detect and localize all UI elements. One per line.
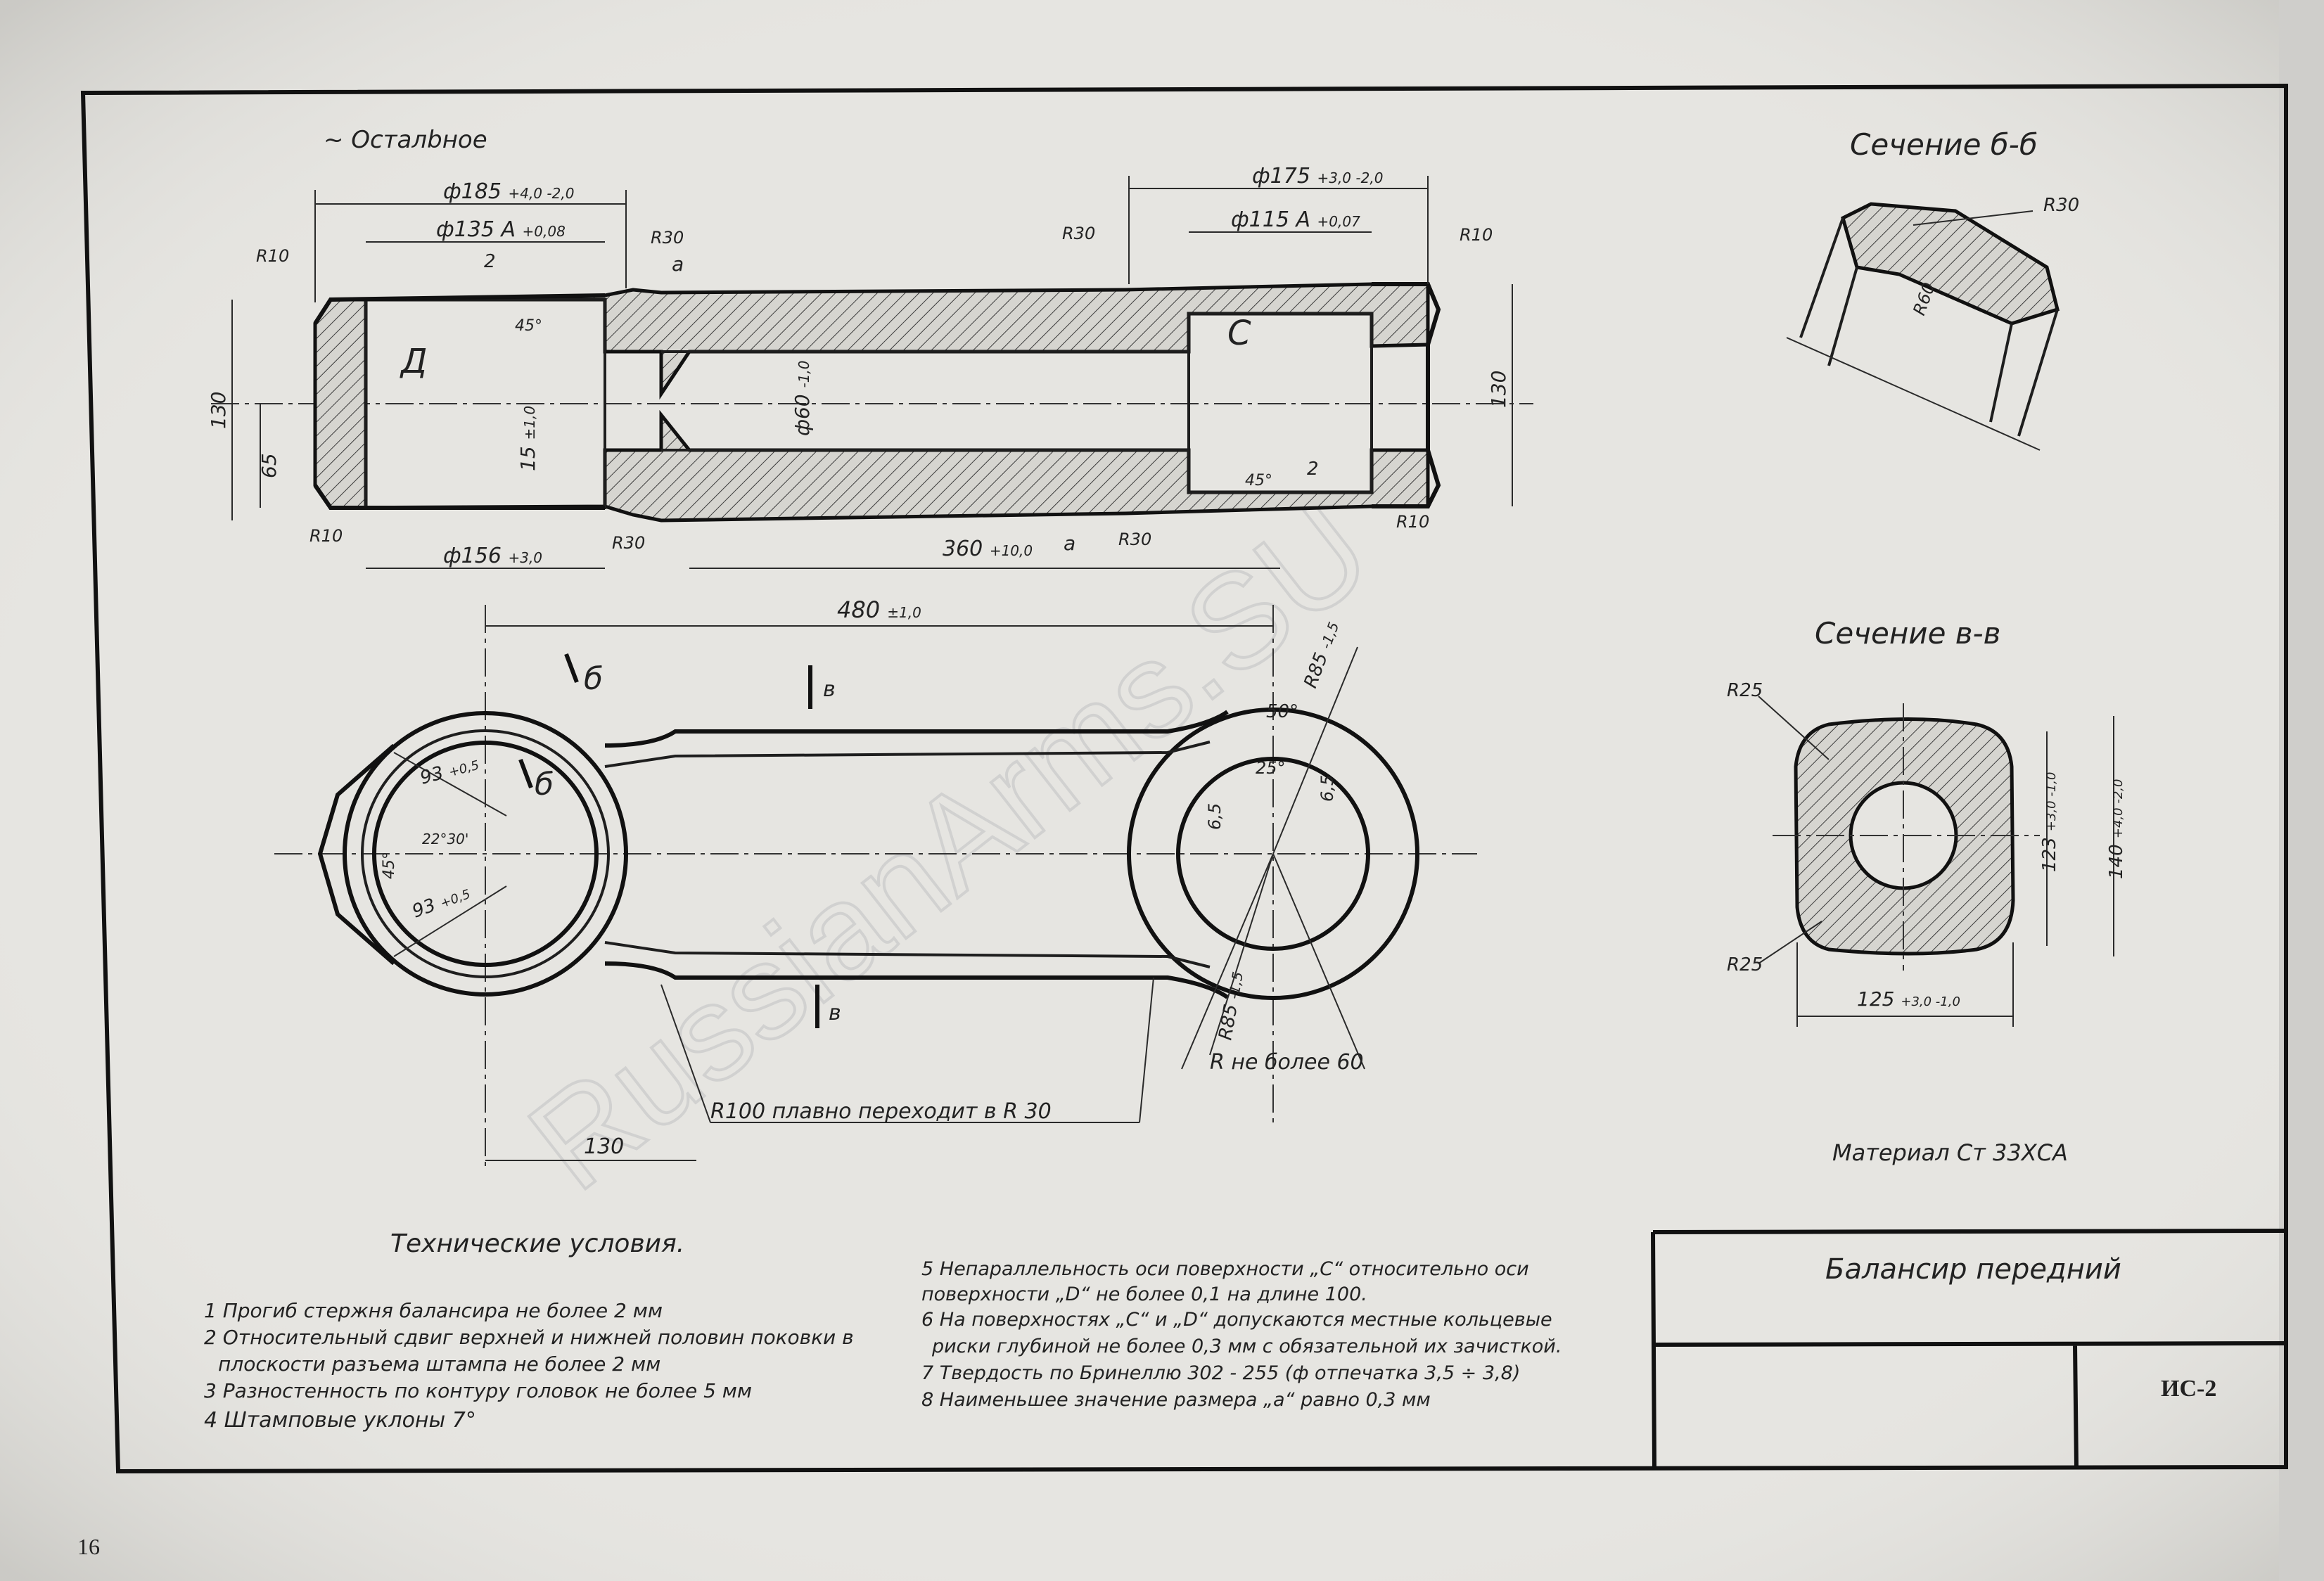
dim-len480: 480 ±1,0: [837, 596, 921, 623]
label-r10-bottom-right: R10: [1396, 512, 1429, 532]
label-a-bottom: а: [1064, 532, 1075, 555]
left-cap: [313, 297, 368, 510]
tech-left-4: 3 Разностенность по контуру головок не б…: [204, 1379, 752, 1402]
side-view: ф185 +4,0 -2,0 ф135 А +0,08 ф175 +3,0 -2…: [207, 164, 1533, 569]
title-block: Балансир передний ИС-2: [1651, 1229, 2287, 1468]
section-vv-title: Сечение в-в: [1815, 616, 2000, 651]
angle-22: 22°30': [422, 831, 468, 847]
section-vv-dim-125: 125 +3,0 -1,0: [1857, 987, 1960, 1011]
angle-45: 45°: [381, 852, 398, 879]
tech-title: Технические условия.: [390, 1229, 684, 1258]
frame: [80, 83, 2288, 1474]
angle-25: 25°: [1256, 758, 1286, 778]
label-r30-top-right: R30: [1062, 224, 1095, 243]
note-r-limit: R не более 60: [1210, 1050, 1364, 1075]
cut-b-1: б: [584, 661, 603, 697]
note-r100: R100 плавно переходит в R 30: [710, 1099, 1052, 1124]
dim-len130: 130: [584, 1134, 624, 1159]
section-bb-title: Сечение б-б: [1850, 127, 2038, 162]
label-d: Д: [400, 342, 428, 381]
label-2-left: 2: [484, 251, 496, 272]
section-vv-dim-123: 123 +3,0 -1,0: [2039, 772, 2060, 872]
dim-h65: 65: [257, 453, 281, 478]
cut-b-2: б: [535, 767, 554, 802]
cut-v-1: в: [823, 677, 836, 702]
dim-h130-right: 130: [1487, 371, 1510, 408]
label-2-right: 2: [1307, 459, 1319, 480]
dim-65-left: 6,5: [1205, 803, 1225, 830]
label-r30-top-left: R30: [651, 228, 684, 248]
dim-d115: ф115 А +0,07: [1231, 207, 1360, 232]
tech-right-2: поверхности „D“ не более 0,1 на длине 10…: [921, 1284, 1367, 1305]
section-vv: Сечение в-в R25 R25 123 +3,0 -1,0 140 +4…: [1727, 616, 2127, 1027]
page-number: 16: [77, 1534, 100, 1559]
dim-d175: ф175 +3,0 -2,0: [1252, 164, 1383, 188]
dim-d60: ф60 -1,0: [791, 360, 814, 436]
tech-right-4: риски глубиной не более 0,3 мм с обязате…: [931, 1336, 1562, 1357]
dim-h15: 15 ±1,0: [516, 406, 540, 471]
tech-right-5: 7 Твердость по Бринеллю 302 - 255 (ф отп…: [921, 1362, 1520, 1384]
dim-h130-left: 130: [207, 392, 230, 429]
label-r10-bottom-left: R10: [309, 526, 343, 546]
label-r10-top-left: R10: [256, 246, 289, 266]
section-bb-r30: R30: [2043, 195, 2079, 216]
section-vv-dim-140: 140 +4,0 -2,0: [2106, 779, 2127, 879]
label-r30-bottom-right: R30: [1118, 530, 1151, 549]
material-label: Материал Ст 33ХСА: [1832, 1139, 2068, 1166]
tech-right-1: 5 Непараллельность оси поверхности „С“ о…: [921, 1258, 1529, 1280]
section-vv-r25-bottom: R25: [1727, 954, 1763, 975]
title-block-code: ИС-2: [2161, 1376, 2216, 1402]
title-block-name: Балансир передний: [1825, 1253, 2121, 1286]
dim-len360: 360 +10,0: [943, 537, 1033, 561]
label-c: С: [1227, 314, 1251, 353]
angle-50: 50°: [1266, 701, 1298, 722]
plan-view: б б в в 480 ±1,0 130 R85 -1,5 R85 -1,5 9…: [274, 596, 1477, 1167]
dim-d156: ф156 +3,0: [443, 544, 542, 568]
surface-note: ~ Осталbное: [324, 126, 487, 154]
tech-left-5: 4 Штамповые уклоны 7°: [204, 1408, 476, 1433]
label-r10-top-right: R10: [1460, 225, 1493, 245]
section-bb: Сечение б-б R30 R60: [1786, 127, 2079, 451]
tech-left-1: 1 Прогиб стержня балансира не более 2 мм: [204, 1299, 663, 1322]
section-vv-r25-top: R25: [1727, 680, 1763, 701]
tech-right-3: 6 На поверхностях „С“ и „D“ допускаются …: [921, 1309, 1552, 1331]
dim-d185: ф185 +4,0 -2,0: [443, 179, 574, 204]
technical-conditions: Технические условия. 1 Прогиб стержня ба…: [204, 1229, 1562, 1433]
tech-left-3: плоскости разъема штампа не более 2 мм: [218, 1352, 660, 1376]
tech-left-2: 2 Относительный сдвиг верхней и нижней п…: [204, 1326, 854, 1349]
tech-right-6: 8 Наименьшее значение размера „а“ равно …: [921, 1389, 1431, 1411]
dim-65-right: 6,5: [1317, 775, 1337, 802]
label-45-right: 45°: [1245, 472, 1272, 489]
label-45-left: 45°: [515, 317, 542, 335]
dim-d135: ф135 А +0,08: [436, 217, 566, 242]
label-r30-bottom-left: R30: [612, 533, 645, 553]
label-a-top: а: [672, 252, 684, 276]
cut-v-2: в: [829, 1001, 841, 1025]
